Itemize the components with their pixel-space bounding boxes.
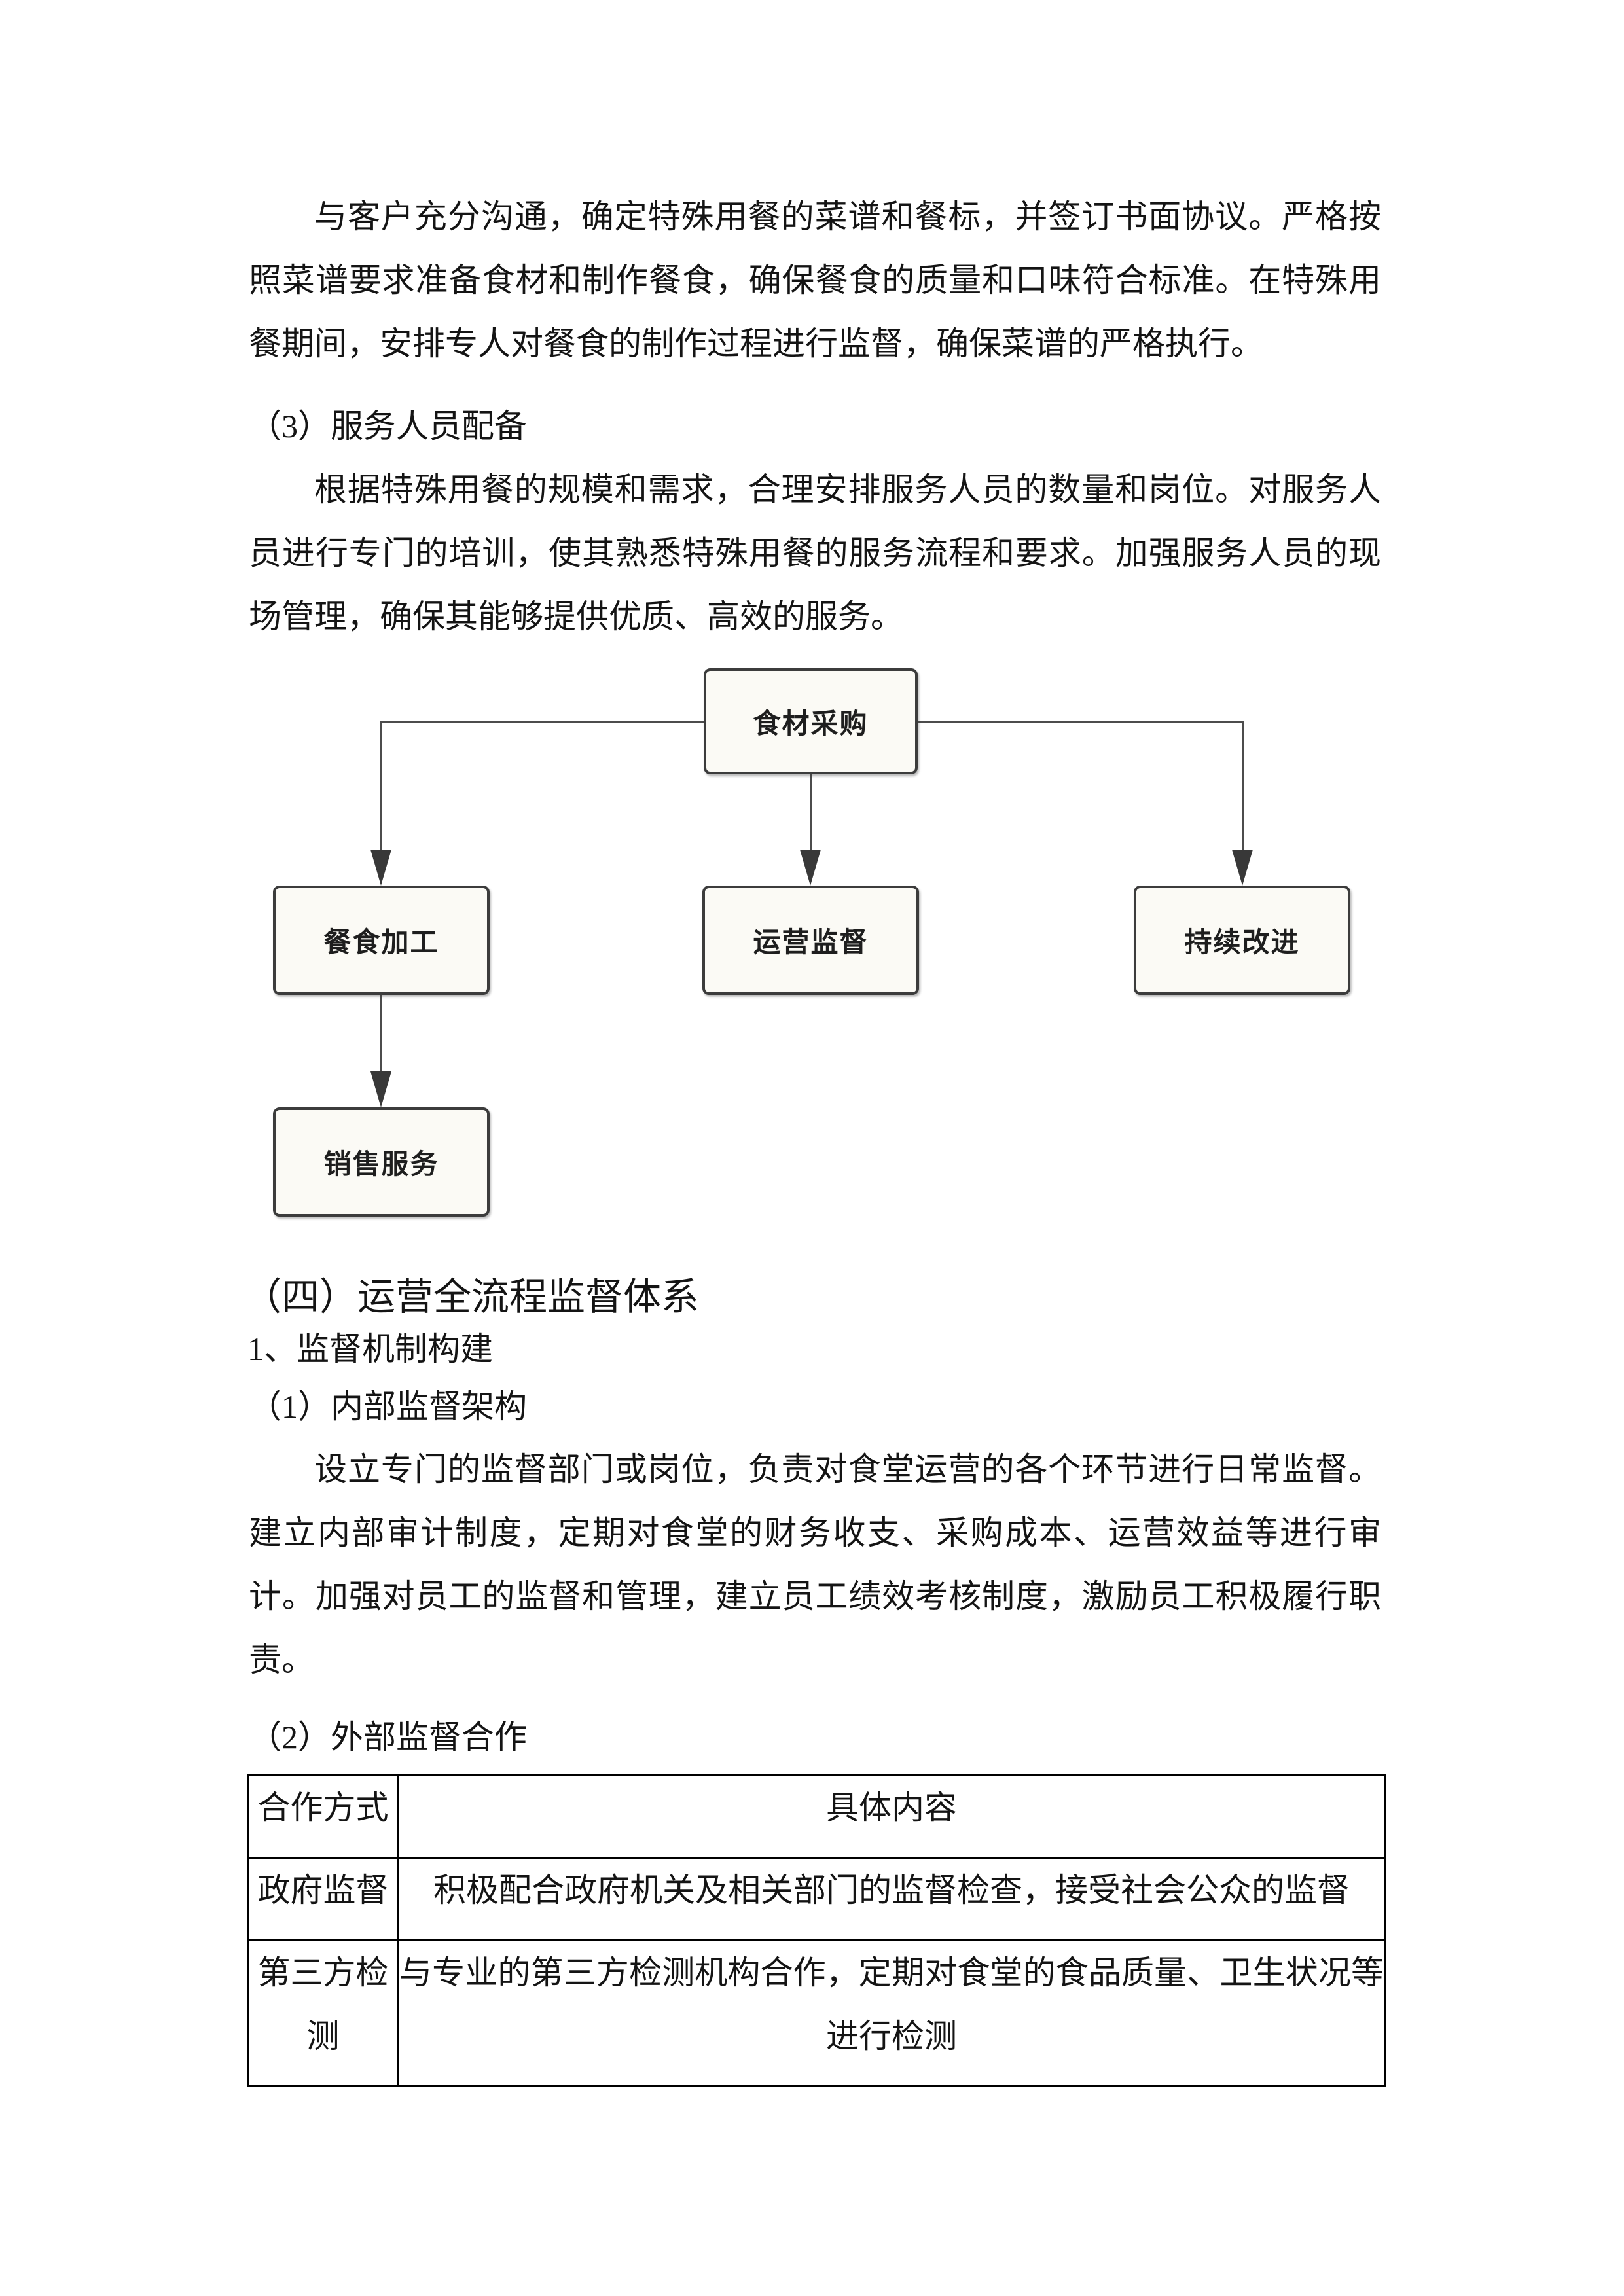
node-label: 餐食加工 <box>323 927 439 958</box>
flowchart-node-sales-service: 销售服务 <box>273 1107 490 1217</box>
heading-service-staffing: （3）服务人员配备 <box>249 408 527 444</box>
flowchart-node-operation-supervision: 运营监督 <box>702 886 919 995</box>
heading-supervision-mechanism: 1、监督机制构建 <box>247 1331 493 1367</box>
text-line: 计。加强对员工的监督和管理，建立员工绩效考核制度，激励员工积极履行职 <box>249 1578 1381 1615</box>
connector-line <box>380 721 704 723</box>
cell-content: 积极配合政府机关及相关部门的监督检查，接受社会公众的监督 <box>397 1857 1386 1941</box>
node-label: 运营监督 <box>753 927 869 958</box>
node-label: 销售服务 <box>323 1149 439 1179</box>
table-header-row: 合作方式 具体内容 <box>247 1774 1386 1859</box>
text-line: 进行检测 <box>826 2018 957 2054</box>
paragraph-service-staffing: 根据特殊用餐的规模和需求，合理安排服务人员的数量和岗位。对服务人 员进行专门的培… <box>249 458 1381 649</box>
cell-method: 第三方检测 <box>247 1939 399 2087</box>
text-line: 照菜谱要求准备食材和制作餐食，确保餐食的质量和口味符合标准。在特殊用 <box>249 262 1381 298</box>
column-header-method: 合作方式 <box>247 1774 399 1859</box>
text-line: 餐期间，安排专人对餐食的制作过程进行监督，确保菜谱的严格执行。 <box>249 325 1263 362</box>
text-line: 建立内部审计制度，定期对食堂的财务收支、采购成本、运营效益等进行审 <box>249 1515 1381 1551</box>
connector-line <box>380 995 382 1071</box>
node-label: 持续改进 <box>1184 927 1300 958</box>
heading-section-supervision-system: （四）运营全流程监督体系 <box>244 1276 700 1318</box>
table-row: 政府监督 积极配合政府机关及相关部门的监督检查，接受社会公众的监督 <box>247 1857 1386 1941</box>
text-line: 场管理，确保其能够提供优质、高效的服务。 <box>249 598 903 635</box>
flowchart-node-ingredient-procurement: 食材采购 <box>704 668 918 774</box>
text-line: 责。 <box>249 1641 314 1678</box>
text-line: 根据特殊用餐的规模和需求，合理安排服务人员的数量和岗位。对服务人 <box>314 471 1381 508</box>
paragraph-internal-supervision: 设立专门的监督部门或岗位，负责对食堂运营的各个环节进行日常监督。 建立内部审计制… <box>249 1438 1381 1692</box>
arrowhead-down-icon <box>370 850 391 886</box>
connector-line <box>380 721 382 850</box>
heading-internal-supervision: （1）内部监督架构 <box>249 1388 527 1425</box>
table-row: 第三方检测 与专业的第三方检测机构合作，定期对食堂的食品质量、卫生状况等 进行检… <box>247 1939 1386 2087</box>
cell-method: 政府监督 <box>247 1857 399 1941</box>
paragraph-special-meal-agreement: 与客户充分沟通，确定特殊用餐的菜谱和餐标，并签订书面协议。严格按 照菜谱要求准备… <box>249 185 1381 376</box>
text-line: 与专业的第三方检测机构合作，定期对食堂的食品质量、卫生状况等 <box>399 1954 1384 1991</box>
flowchart-node-meal-processing: 餐食加工 <box>273 886 490 995</box>
external-supervision-table: 合作方式 具体内容 政府监督 积极配合政府机关及相关部门的监督检查，接受社会公众… <box>247 1774 1386 2087</box>
arrowhead-down-icon <box>370 1071 391 1107</box>
arrowhead-down-icon <box>1232 850 1253 886</box>
text-line: 设立专门的监督部门或岗位，负责对食堂运营的各个环节进行日常监督。 <box>314 1451 1381 1488</box>
connector-line <box>1242 721 1244 850</box>
arrowhead-down-icon <box>800 850 821 886</box>
node-label: 食材采购 <box>753 708 869 739</box>
heading-external-supervision: （2）外部监督合作 <box>249 1719 527 1755</box>
cell-content: 与专业的第三方检测机构合作，定期对食堂的食品质量、卫生状况等 进行检测 <box>397 1939 1386 2087</box>
connector-line <box>810 774 812 850</box>
column-header-content: 具体内容 <box>397 1774 1386 1859</box>
text-line: 员进行专门的培训，使其熟悉特殊用餐的服务流程和要求。加强服务人员的现 <box>249 535 1381 571</box>
connector-line <box>918 721 1243 723</box>
text-line: 与客户充分沟通，确定特殊用餐的菜谱和餐标，并签订书面协议。严格按 <box>314 198 1381 235</box>
flowchart-node-continuous-improvement: 持续改进 <box>1134 886 1350 995</box>
